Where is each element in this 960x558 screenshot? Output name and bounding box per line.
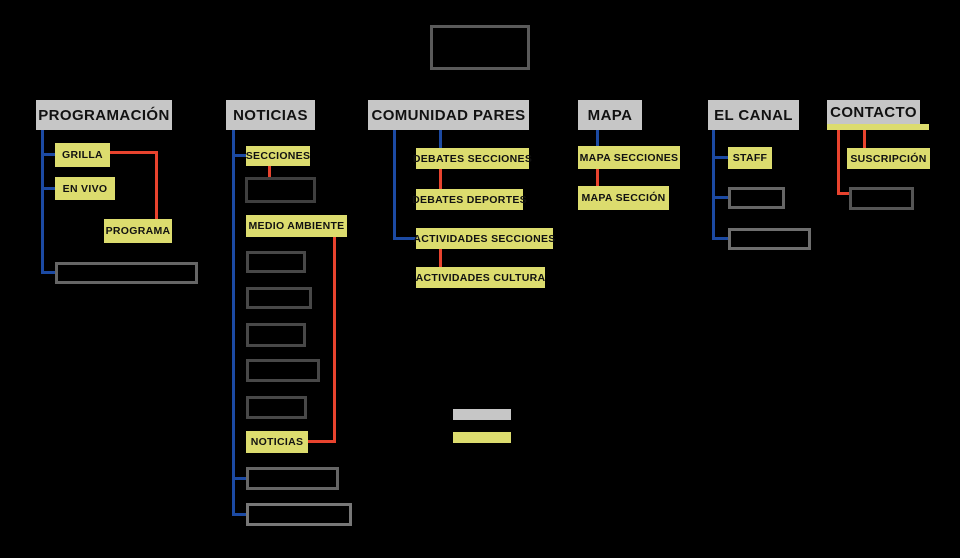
placeholder-box — [246, 251, 306, 273]
node-mapa-seccion: MAPA SECCIÓN — [578, 186, 669, 210]
placeholder-box — [246, 323, 306, 347]
connector-contacto-vA — [837, 128, 840, 195]
column-header-comunidad-pares: COMUNIDAD PARES — [368, 100, 529, 130]
placeholder-box — [55, 262, 198, 284]
placeholder-box — [246, 467, 339, 490]
connector-comunidad-v1 — [439, 130, 442, 148]
root-node-box — [430, 25, 530, 70]
placeholder-box — [728, 228, 811, 250]
column-header-programacion: PROGRAMACIÓN — [36, 100, 172, 130]
node-programa: PROGRAMA — [104, 219, 172, 243]
node-suscripcion: SUSCRIPCIÓN — [847, 148, 930, 169]
connector-programacion-trunk — [41, 130, 44, 274]
connector-grilla-programa-h — [110, 151, 158, 154]
connector-comunidad-h — [393, 237, 416, 240]
column-header-contacto: CONTACTO — [827, 100, 920, 124]
connector-branch — [41, 187, 55, 190]
node-debates-deportes: DEBATES DEPORTES — [412, 189, 527, 210]
node-mapa-secciones: MAPA SECCIONES — [578, 146, 680, 169]
connector-medioambiente-h — [308, 440, 336, 443]
placeholder-box — [246, 287, 312, 309]
column-header-el-canal: EL CANAL — [708, 100, 799, 130]
connector-grilla-programa-v — [155, 151, 158, 219]
placeholder-box — [245, 177, 316, 203]
placeholder-box — [246, 396, 307, 419]
placeholder-box — [728, 187, 785, 209]
column-header-noticias: NOTICIAS — [226, 100, 315, 130]
node-debates-secciones: DEBATES SECCIONES — [413, 148, 532, 169]
legend-gray-swatch — [453, 409, 511, 420]
node-staff: STAFF — [728, 147, 772, 169]
connector-mapa-secciones-v — [596, 169, 599, 186]
connector-canal-trunk — [712, 130, 715, 240]
connector-branch — [41, 153, 55, 156]
connector-mapa-v — [596, 130, 599, 146]
connector-noticias-trunk — [232, 130, 235, 516]
connector-comunidad-v2 — [393, 130, 396, 240]
placeholder-box — [246, 503, 352, 526]
connector-branch — [232, 513, 246, 516]
connector-medioambiente-v — [333, 237, 336, 443]
node-noticias: NOTICIAS — [246, 431, 308, 453]
connector-secciones-v — [268, 165, 271, 178]
node-en-vivo: EN VIVO — [55, 177, 115, 200]
connector-branch — [712, 196, 729, 199]
placeholder-box — [849, 187, 914, 210]
node-secciones: SECCIONES — [246, 146, 310, 166]
node-grilla: GRILLA — [55, 143, 110, 167]
connector-branch — [41, 271, 55, 274]
column-header-mapa: MAPA — [578, 100, 642, 130]
connector-actividades-v — [439, 249, 442, 267]
connector-branch — [232, 154, 246, 157]
placeholder-box — [246, 359, 320, 382]
legend-yellow-swatch — [453, 432, 511, 443]
connector-branch — [712, 156, 728, 159]
connector-branch — [232, 477, 246, 480]
connector-contacto-hA — [837, 192, 850, 195]
node-actividades-cultura: ACTIVIDADES CULTURA — [416, 267, 545, 288]
connector-branch — [712, 237, 728, 240]
node-actividades-secciones: ACTIVIDADES SECCIONES — [413, 228, 555, 249]
connector-suscripcion-v — [863, 128, 866, 148]
contacto-underline-bar — [827, 124, 929, 130]
node-medio-ambiente: MEDIO AMBIENTE — [246, 215, 347, 237]
connector-debates-v — [439, 169, 442, 190]
